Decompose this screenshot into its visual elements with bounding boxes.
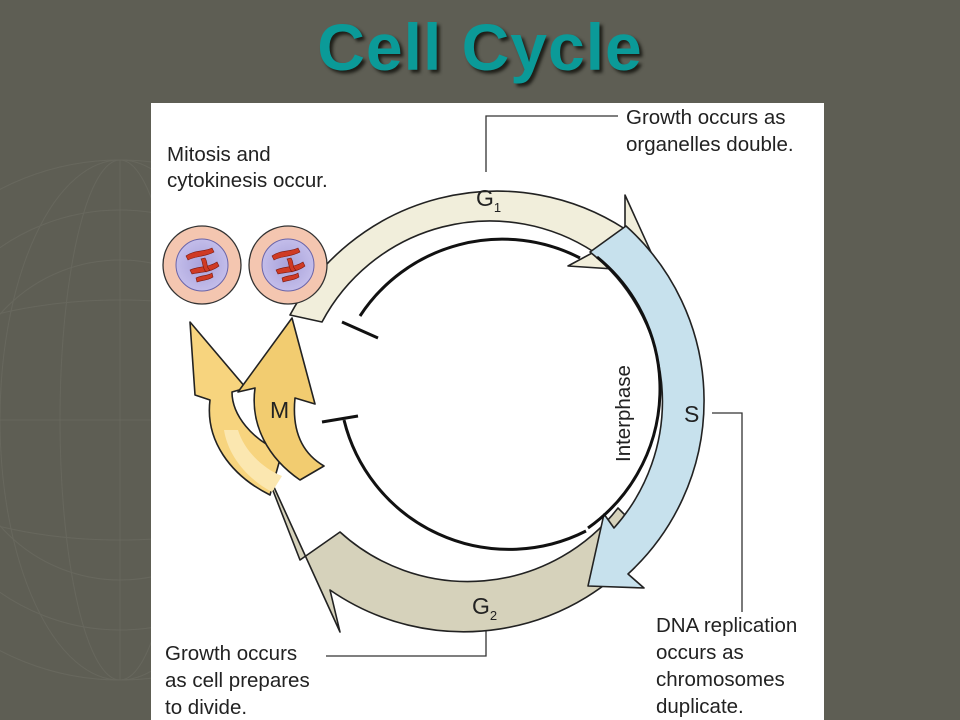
g1-arrow — [289, 190, 661, 323]
interphase-ring — [342, 237, 662, 551]
g1-phase-label: G1 — [476, 185, 501, 215]
s-leader-line — [712, 412, 743, 612]
interphase-label: Interphase — [612, 365, 635, 462]
m-arrow-right — [237, 317, 325, 481]
m-arrow-left-highlight — [224, 430, 282, 492]
s-annotation: DNA replication occurs as chromosomes du… — [656, 614, 803, 718]
m-phase-label: M — [270, 397, 289, 423]
g2-annotation: Growth occurs as cell prepares to divide… — [165, 642, 315, 719]
g2-leader-line — [326, 630, 487, 657]
g2-phase-label: G2 — [472, 593, 497, 623]
slide-title: Cell Cycle — [317, 10, 643, 84]
g1-annotation: Growth occurs as organelles double. — [626, 106, 794, 156]
cell-cycle-diagram-panel: G1 S G2 M Interphase Mitosis and cytokin… — [151, 103, 824, 720]
s-phase-label: S — [684, 401, 699, 427]
mitosis-cell-left — [162, 225, 242, 305]
checkpoint-bars — [321, 320, 379, 424]
mitosis-cell-right — [248, 225, 328, 305]
g2-arrow — [257, 451, 651, 633]
mitosis-annotation: Mitosis and cytokinesis occur. — [167, 143, 328, 192]
g1-leader-line — [485, 115, 618, 172]
m-arrow-left — [189, 321, 283, 496]
